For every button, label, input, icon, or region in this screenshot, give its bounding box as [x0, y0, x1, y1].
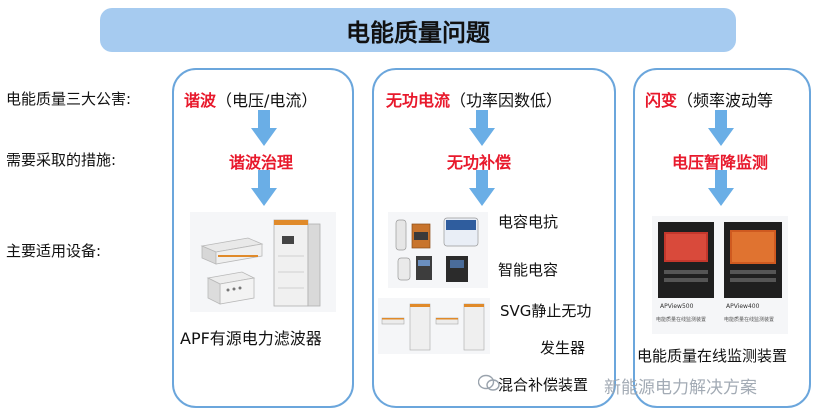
arrow-down-icon: [708, 170, 734, 206]
reactive-device-svg-line2: 发生器: [540, 339, 586, 357]
arrow-down-icon: [469, 170, 495, 206]
row-label-equipment: 主要适用设备:: [6, 242, 102, 260]
row-label-measures: 需要采取的措施:: [6, 151, 117, 169]
arrow-down-icon: [251, 110, 277, 146]
apf-device-label: APF有源电力滤波器: [180, 329, 322, 348]
arrow-down-icon: [708, 110, 734, 146]
flicker-issue: 闪变（频率波动等: [645, 91, 774, 110]
arrow-down-icon: [469, 110, 495, 146]
harmonic-measure: 谐波治理: [229, 153, 294, 172]
apview400-label: APView400: [726, 303, 760, 310]
reactive-device-hybrid: 混合补偿装置: [498, 376, 589, 394]
reactive-issue: 无功电流（功率因数低）: [386, 91, 563, 110]
capacitor-reactor-image: [388, 212, 488, 288]
wechat-icon: [478, 374, 500, 391]
row-label-hazards: 电能质量三大公害:: [6, 90, 132, 108]
page-title: 电能质量问题: [346, 18, 490, 47]
apf-device-image: [190, 212, 336, 312]
apview500-caption: 电能质量在线监测装置: [656, 317, 707, 323]
monitoring-device-graphic: [652, 216, 788, 334]
arrow-down-icon: [251, 170, 277, 206]
reactive-device-smart-capacitor: 智能电容: [498, 261, 559, 279]
monitoring-device-image: APView500 APView400 电能质量在线监测装置 电能质量在线监测装…: [652, 216, 788, 334]
harmonic-issue: 谐波（电压/电流）: [184, 91, 318, 110]
reactive-device-capacitor-reactor: 电容电抗: [498, 213, 559, 231]
flicker-device-label: 电能质量在线监测装置: [637, 347, 788, 365]
watermark-text: 新能源电力解决方案: [604, 378, 757, 398]
flicker-measure: 电压暂降监测: [672, 153, 769, 172]
title-banner: 电能质量问题: [100, 8, 736, 52]
reactive-device-svg: SVG静止无功: [500, 302, 592, 320]
svg-cabinet-image: [378, 298, 490, 354]
apview400-caption: 电能质量在线监测装置: [724, 317, 775, 323]
apview500-label: APView500: [660, 303, 694, 310]
reactive-measure: 无功补偿: [447, 153, 512, 172]
